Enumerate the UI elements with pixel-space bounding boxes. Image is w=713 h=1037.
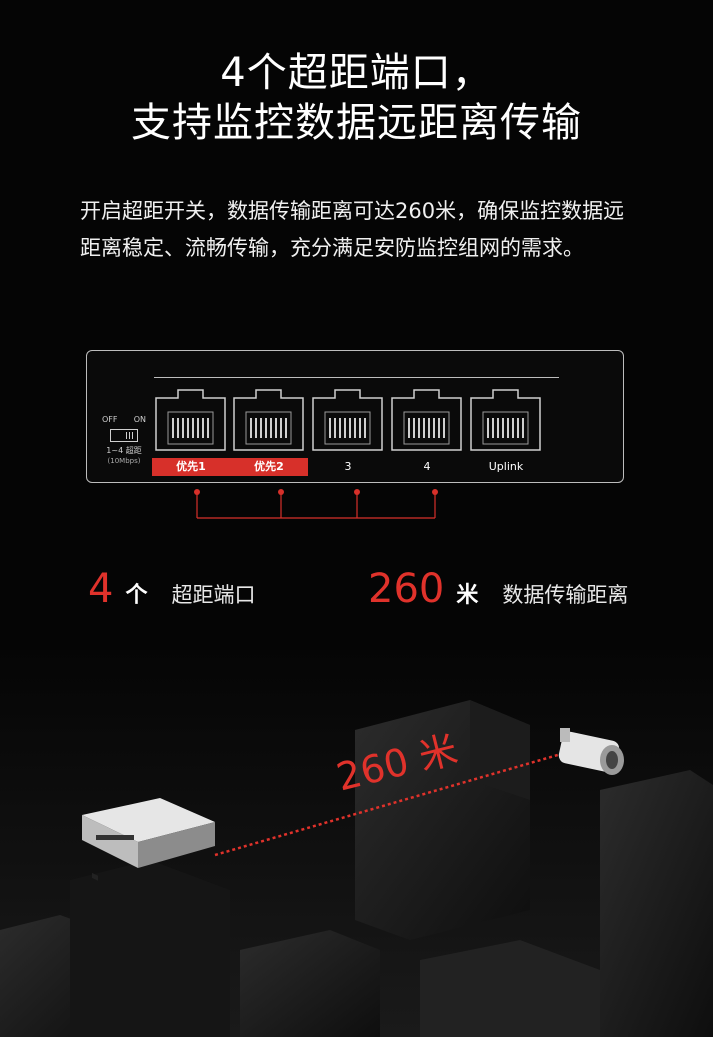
buildings [0,700,713,1037]
switch-speed-note: (10Mbps) [107,457,141,465]
switch-on-label: ON [133,415,146,424]
stat-ports: 4 个 超距端口 [88,566,255,612]
ethernet-port-icon [311,384,384,452]
title-line-2: 支持监控数据远距离传输 [131,100,582,146]
stat-distance-number: 260 [368,566,445,612]
port-label: 3 [344,460,352,473]
stat-distance: 260 米 数据传输距离 [368,566,628,612]
port-label: 4 [423,460,431,473]
stat-ports-number: 4 [88,566,114,612]
stat-ports-unit: 个 [125,583,148,608]
toggle-switch-icon[interactable] [110,429,138,442]
title-line-1: 4个超距端口， [220,50,493,96]
city-scene-illustration [0,650,713,1037]
port-label: 优先1 [152,458,230,476]
ethernet-port-icon [154,384,227,452]
ethernet-port-icon [390,384,463,452]
extend-switch[interactable]: OFF ON 1~4 超距 (10Mbps) [99,415,149,466]
port-label: Uplink [488,460,524,473]
ethernet-port-icon [469,384,542,452]
stat-ports-label: 超距端口 [171,583,256,607]
stat-distance-unit: 米 [456,583,479,608]
switch-caption: 1~4 超距 [106,446,142,455]
distance-link-line [214,750,569,857]
ethernet-port-icon [232,384,305,452]
switch-device-icon [82,798,215,881]
port-connector-lines [194,489,438,519]
description-text: 开启超距开关，数据传输距离可达260米，确保监控数据远距离稳定、流畅传输，充分满… [80,199,625,260]
bullet-camera-icon [558,728,624,775]
page-title: 4个超距端口， 支持监控数据远距离传输 [0,48,713,148]
stat-distance-label: 数据传输距离 [502,583,629,607]
port-label: 优先2 [230,458,308,476]
switch-off-label: OFF [102,415,118,424]
